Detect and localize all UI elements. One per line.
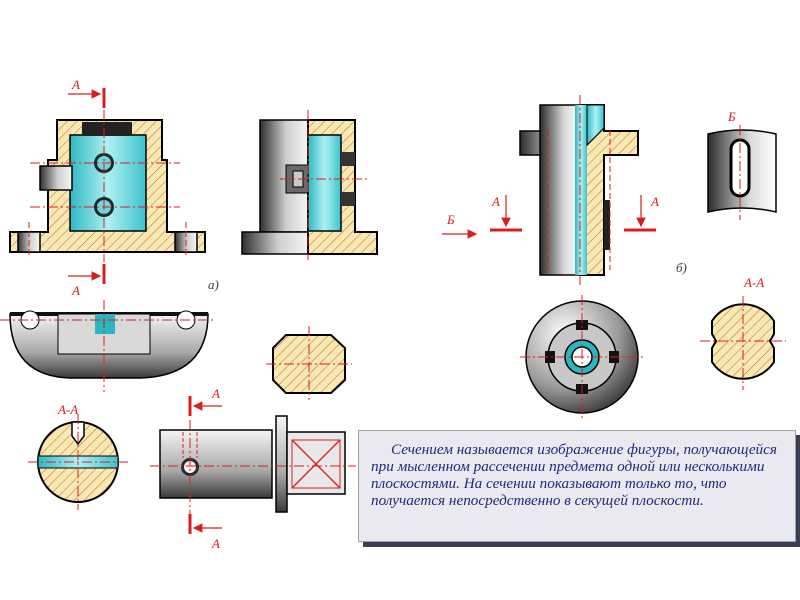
cut-label-a-left-b: А xyxy=(491,194,500,209)
cut-marker-a-shaft-bottom: А xyxy=(188,514,222,551)
cut-marker-a-shaft-top: А xyxy=(188,386,222,416)
cut-label-a-right-b: А xyxy=(650,194,659,209)
section-label-aa-left: А-А xyxy=(57,402,78,417)
bushing-end-view xyxy=(520,295,645,420)
cut-marker-a-top: А xyxy=(68,77,106,108)
bracket-top-view xyxy=(0,300,215,392)
square-section xyxy=(266,326,352,400)
definition-note: Сечением называется изображение фигуры, … xyxy=(358,430,796,542)
cut-marker-a-bottom: А xyxy=(68,264,106,298)
cut-label-a-shaft-bottom: А xyxy=(211,536,220,551)
cut-label-a-bottom: А xyxy=(71,283,80,298)
cut-marker-a-right-b: А xyxy=(624,194,659,232)
slot-view-b xyxy=(707,125,777,220)
shaft-view xyxy=(150,415,356,514)
definition-text: Сечением называется изображение фигуры, … xyxy=(371,441,777,509)
view-arrow-b: Б xyxy=(442,212,478,239)
section-label-aa-right: А-А xyxy=(743,275,764,290)
cut-label-a-top: А xyxy=(71,77,80,92)
bushing-half-section-view xyxy=(519,95,639,285)
bracket-half-section-view xyxy=(241,110,378,260)
variant-label-b: б) xyxy=(676,260,687,275)
round-section-aa-right xyxy=(700,296,786,390)
variant-label-a: а) xyxy=(208,277,219,292)
cut-marker-a-left-b: А xyxy=(490,194,522,232)
view-label-b: Б xyxy=(727,109,736,124)
round-section-aa-left xyxy=(28,414,128,510)
bracket-section-view xyxy=(9,110,206,262)
cut-label-a-shaft-top: А xyxy=(211,386,220,401)
view-label-b-arrow: Б xyxy=(446,212,455,227)
